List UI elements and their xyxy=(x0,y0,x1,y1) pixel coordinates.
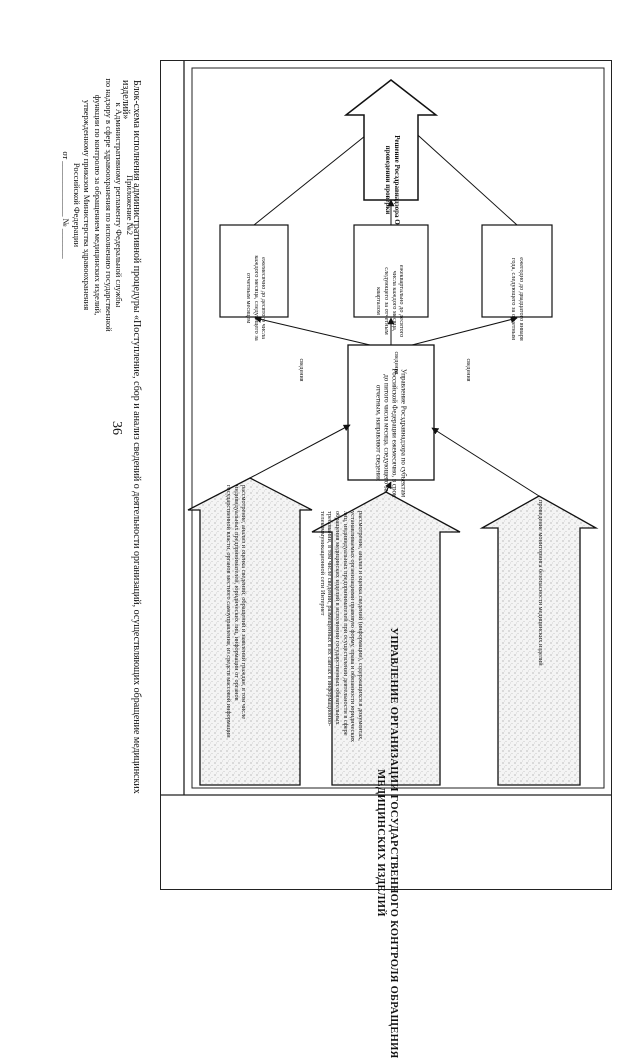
edge-label-1: сведения xyxy=(298,358,304,382)
appendix-line: по надзору в сфере здравоохранения по ис… xyxy=(103,78,114,332)
appendix-line: утвержденному приказом Министерства здра… xyxy=(82,99,93,311)
input-arrow-2 xyxy=(311,491,461,786)
period-text-monthly: ежемесячно до десятого числа каждого мес… xyxy=(245,255,268,341)
period-text-yearly: ежегодно до двадцатого января года, след… xyxy=(510,257,525,341)
period-box-quarterly xyxy=(353,224,429,318)
input-arrow-1 xyxy=(187,477,313,786)
edge-input3-center xyxy=(431,427,540,497)
result-text: Решение Росздравнадзора О проведении про… xyxy=(384,135,401,225)
edge-center-period3 xyxy=(411,316,518,346)
period-box-monthly xyxy=(219,224,289,318)
period-text-quarterly: ежеквартально до десятого числа каждого … xyxy=(375,264,406,338)
edge-label-2: сведения xyxy=(393,351,399,375)
edge-input2-center xyxy=(385,481,392,493)
edge-period3-result xyxy=(409,127,518,226)
diagram-title: Блок-схема исполнения административной п… xyxy=(120,80,143,794)
diagram-frame xyxy=(160,60,612,890)
appendix-line: Российской Федерации xyxy=(71,162,82,248)
period-box-yearly xyxy=(481,224,553,318)
edge-period1-result xyxy=(253,127,376,226)
result-arrow xyxy=(343,79,439,201)
edge-center-period1 xyxy=(254,316,371,346)
edge-label-3: сведения xyxy=(465,358,471,382)
input-text-2: рассмотрение, анализ и оценка сведений (… xyxy=(318,511,364,743)
appendix-line: функции по контролю за обращением медици… xyxy=(93,94,104,316)
appendix-line: от _____________ № _______ xyxy=(61,151,72,259)
input-arrow-3 xyxy=(479,495,599,786)
center-text: Управление Росздравнадзора по субъектам … xyxy=(374,368,408,498)
input-text-3: проведение мониторинга безопасности меди… xyxy=(536,500,544,666)
center-box xyxy=(347,344,435,481)
inner-frame xyxy=(191,67,605,789)
edge-input1-center xyxy=(249,424,351,479)
flowchart-canvas xyxy=(160,60,612,796)
input-text-1: рассмотрение, анализ и оценка сведений, … xyxy=(225,485,248,738)
